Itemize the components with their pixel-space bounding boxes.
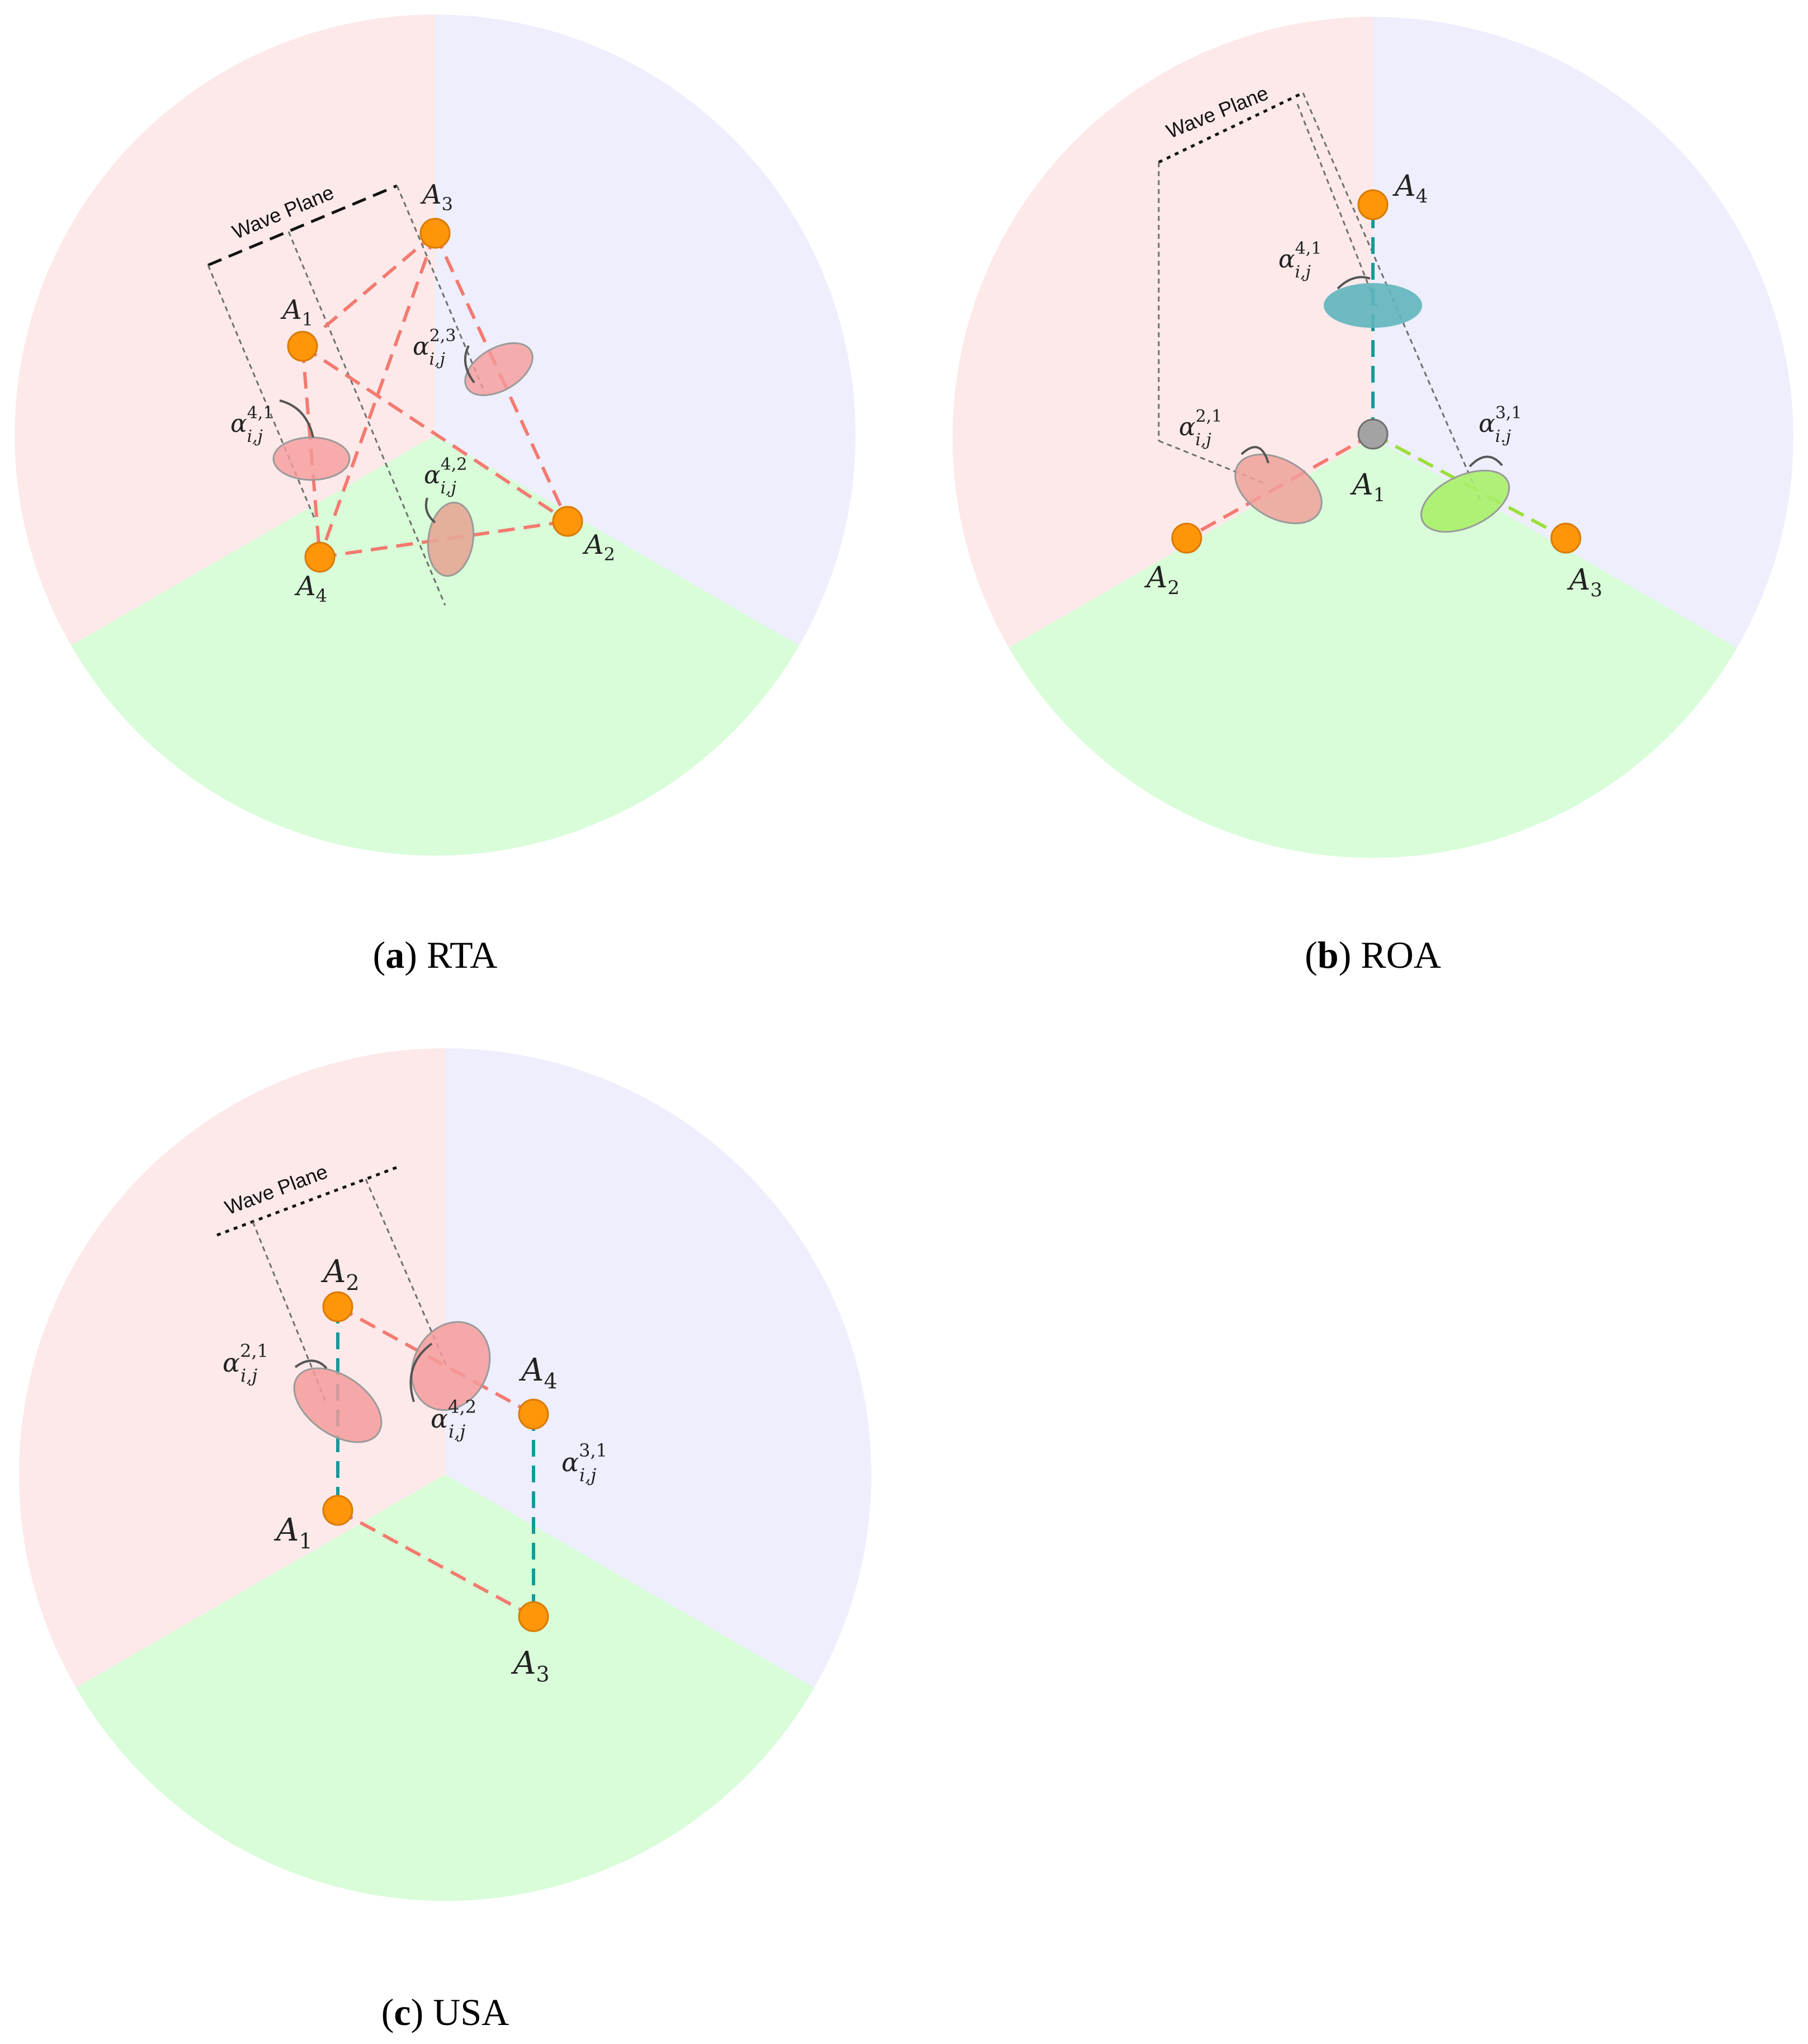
antenna-node xyxy=(1357,189,1389,220)
sector-green xyxy=(71,435,799,856)
antenna-node xyxy=(518,1398,549,1430)
antenna-label: A3 xyxy=(1567,563,1602,601)
angle-ellipse xyxy=(1420,469,1510,533)
antenna-label: A4 xyxy=(518,1352,558,1393)
projection-line xyxy=(1158,440,1268,486)
angle-ellipse xyxy=(272,436,351,481)
antenna-node xyxy=(419,218,451,249)
projection-line xyxy=(287,231,446,606)
angle-ellipse xyxy=(1324,283,1422,328)
antenna-label: A3 xyxy=(420,179,453,215)
angle-arc xyxy=(1240,446,1269,464)
sector-pink xyxy=(18,1048,445,1688)
antenna-label: A4 xyxy=(294,571,327,606)
projection-line xyxy=(396,185,485,392)
antenna-label: A4 xyxy=(1392,169,1428,208)
panel-c: Wave Plane A1 xyxy=(18,1048,872,2033)
panel-b: Wave Plane xyxy=(952,17,1793,976)
antenna-node xyxy=(322,1291,353,1322)
panel-c-antennas xyxy=(322,1291,549,1632)
panel-a-caption: (a) RTA xyxy=(373,934,498,976)
angle-ellipse xyxy=(427,501,475,577)
antenna-label: A1 xyxy=(273,1512,313,1553)
reference-antenna-node xyxy=(1357,418,1389,450)
antenna-node xyxy=(287,331,318,362)
panel-b-angle-ellipses xyxy=(1234,276,1510,533)
antenna-label: A2 xyxy=(1144,561,1179,599)
angle-arc xyxy=(464,345,475,384)
antenna-node xyxy=(518,1601,549,1632)
panel-b-antennas xyxy=(1171,189,1582,554)
antenna-label: A1 xyxy=(1350,468,1385,506)
sector-blue xyxy=(445,1048,872,1688)
baseline xyxy=(337,1509,535,1618)
angle-ellipse xyxy=(1234,453,1323,525)
antenna-node xyxy=(552,506,583,537)
baseline xyxy=(301,345,569,523)
antenna-node xyxy=(1550,522,1582,554)
antenna-node xyxy=(1171,522,1202,554)
antenna-node xyxy=(304,541,336,573)
wave-plane-line xyxy=(207,184,398,267)
panel-c-angle-ellipses xyxy=(293,1321,491,1443)
antenna-label: A2 xyxy=(320,1254,360,1295)
angle-arc xyxy=(294,1359,328,1369)
angle-arc xyxy=(1337,276,1371,290)
angle-arc xyxy=(279,399,314,438)
sector-green xyxy=(1009,437,1737,858)
panel-a: Wave Plane xyxy=(15,15,856,976)
baseline xyxy=(318,232,437,558)
panel-c-caption: (c) USA xyxy=(381,1991,509,2033)
angle-ellipse xyxy=(293,1367,383,1443)
angle-arc xyxy=(409,1343,433,1402)
sector-pink xyxy=(15,15,435,646)
projection-line xyxy=(1302,92,1482,502)
antenna-node xyxy=(322,1495,353,1526)
angle-ellipse xyxy=(464,342,534,397)
angle-arc xyxy=(424,497,436,524)
sector-blue xyxy=(435,15,856,646)
panel-a-antennas xyxy=(287,218,583,573)
projection-line xyxy=(1296,103,1378,307)
baseline xyxy=(319,520,568,559)
sector-green xyxy=(76,1475,814,1901)
wave-plane-line xyxy=(216,1165,399,1237)
panel-a-angle-ellipses xyxy=(272,342,534,577)
antenna-label: A2 xyxy=(582,529,615,565)
panel-a-disc xyxy=(15,15,856,856)
panel-b-caption: (b) ROA xyxy=(1305,934,1441,976)
angle-arc xyxy=(1469,455,1503,468)
antenna-label: A1 xyxy=(280,294,313,330)
antenna-label: A3 xyxy=(511,1645,550,1687)
panel-c-disc xyxy=(18,1048,872,1901)
